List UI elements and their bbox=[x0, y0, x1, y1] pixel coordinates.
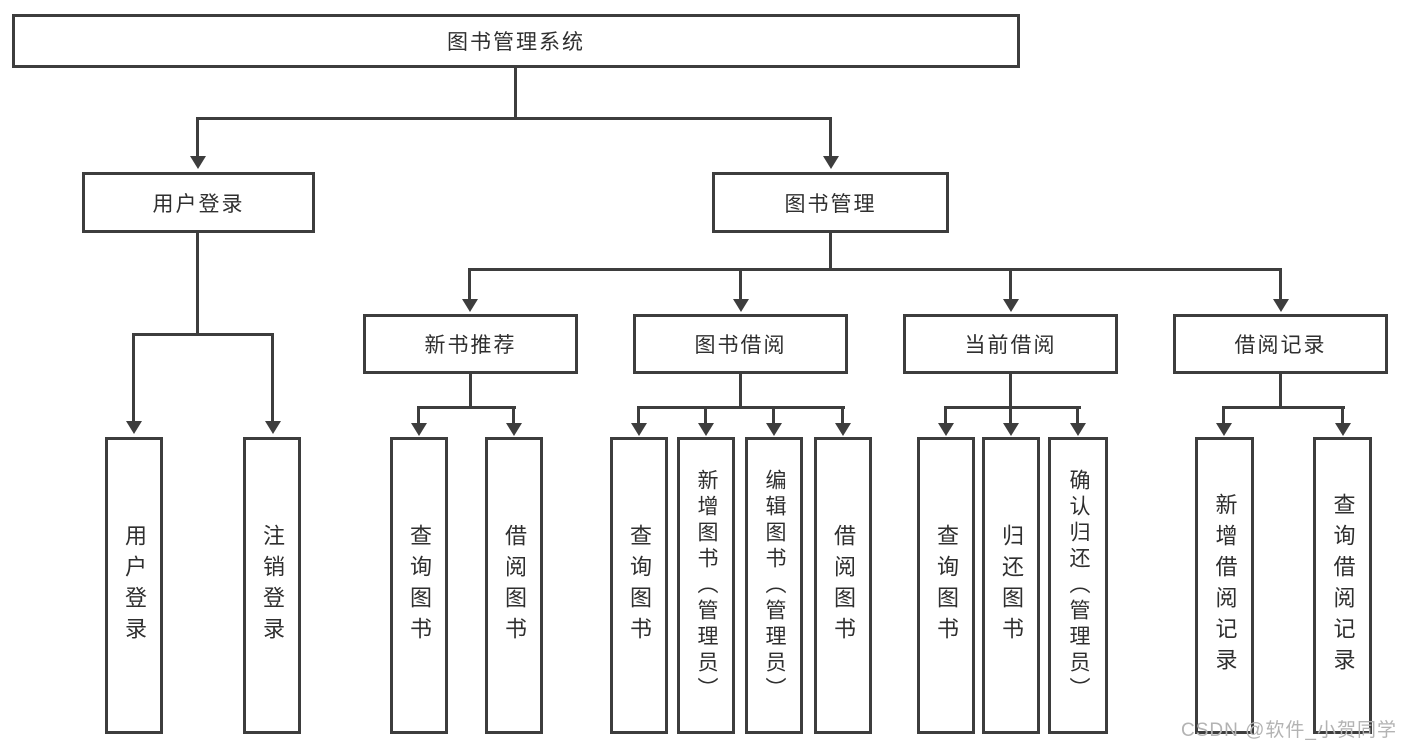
connector-arrow-bb-query bbox=[637, 406, 640, 423]
connector-arrow-book-borrow bbox=[739, 268, 742, 299]
connector-arrow-user-login bbox=[196, 117, 199, 156]
connector-new-book-vline bbox=[469, 372, 472, 409]
connector-book-borrow-hline bbox=[637, 406, 845, 409]
connector-book-management-vline bbox=[829, 231, 832, 271]
connector-user-login-vline bbox=[196, 231, 199, 335]
leaf-edit-book-admin: 编辑图书（管理员） bbox=[745, 437, 803, 734]
leaf-add-book-admin: 新增图书（管理员） bbox=[677, 437, 735, 734]
connector-arrow-bb-add bbox=[704, 406, 707, 423]
connector-arrow-current-borrow bbox=[1009, 268, 1012, 299]
connector-borrow-records-hline bbox=[1222, 406, 1345, 409]
leaf-query-books-recommend: 查询图书 bbox=[390, 437, 448, 734]
leaf-confirm-return-admin: 确认归还（管理员） bbox=[1048, 437, 1108, 734]
connector-arrow-cb-return bbox=[1009, 406, 1012, 423]
connector-current-borrow-hline bbox=[944, 406, 1081, 409]
node-current-borrow: 当前借阅 bbox=[903, 314, 1118, 374]
leaf-borrow-books-recommend: 借阅图书 bbox=[485, 437, 543, 734]
connector-book-borrow-vline bbox=[739, 372, 742, 409]
node-user-login: 用户登录 bbox=[82, 172, 315, 233]
connector-arrow-new-book-recommend bbox=[468, 268, 471, 299]
leaf-query-books-borrow: 查询图书 bbox=[610, 437, 668, 734]
node-book-borrow: 图书借阅 bbox=[633, 314, 848, 374]
connector-arrow-nb-borrow bbox=[512, 406, 515, 423]
node-book-management: 图书管理 bbox=[712, 172, 949, 233]
connector-arrow-cb-confirm bbox=[1076, 406, 1079, 423]
connector-root-hline bbox=[196, 117, 832, 120]
connector-arrow-br-query bbox=[1341, 406, 1344, 423]
leaf-add-borrow-record: 新增借阅记录 bbox=[1195, 437, 1254, 734]
connector-new-book-hline bbox=[417, 406, 516, 409]
connector-arrow-leaf-user-login bbox=[132, 333, 135, 421]
connector-arrow-br-add bbox=[1222, 406, 1225, 423]
connector-arrow-bb-edit bbox=[772, 406, 775, 423]
connector-current-borrow-vline bbox=[1009, 372, 1012, 409]
connector-book-management-hline bbox=[468, 268, 1282, 271]
connector-user-login-hline bbox=[132, 333, 274, 336]
leaf-query-borrow-record: 查询借阅记录 bbox=[1313, 437, 1372, 734]
csdn-watermark: CSDN @软件_小贺同学 bbox=[1181, 720, 1397, 741]
leaf-logout: 注销登录 bbox=[243, 437, 301, 734]
connector-arrow-cb-query bbox=[944, 406, 947, 423]
connector-arrow-borrow-records bbox=[1279, 268, 1282, 299]
connector-arrow-book-management bbox=[829, 117, 832, 156]
leaf-user-login: 用户登录 bbox=[105, 437, 163, 734]
node-new-book-recommend: 新书推荐 bbox=[363, 314, 578, 374]
leaf-query-books-current: 查询图书 bbox=[917, 437, 975, 734]
leaf-return-book: 归还图书 bbox=[982, 437, 1040, 734]
connector-arrow-leaf-logout bbox=[271, 333, 274, 421]
connector-root-vline bbox=[514, 66, 517, 119]
connector-arrow-bb-borrow bbox=[841, 406, 844, 423]
leaf-borrow-books-borrow: 借阅图书 bbox=[814, 437, 872, 734]
node-root: 图书管理系统 bbox=[12, 14, 1020, 68]
node-borrow-records: 借阅记录 bbox=[1173, 314, 1388, 374]
connector-borrow-records-vline bbox=[1279, 372, 1282, 409]
connector-arrow-nb-query bbox=[417, 406, 420, 423]
